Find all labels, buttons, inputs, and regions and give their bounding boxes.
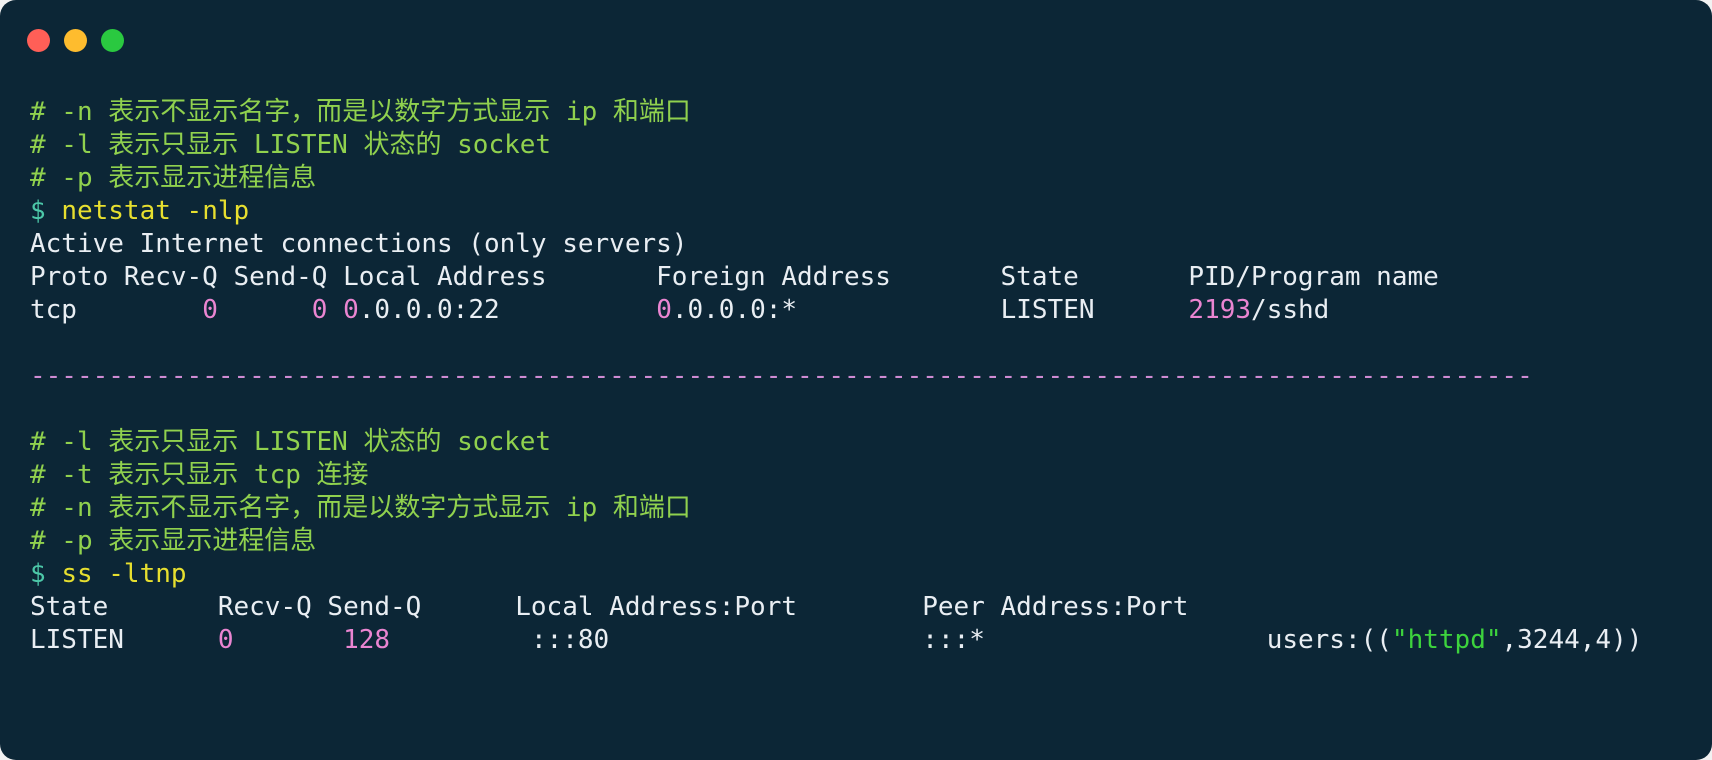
terminal-segment-string: "httpd": [1391, 625, 1502, 655]
terminal-line: ----------------------------------------…: [30, 360, 1702, 393]
terminal-segment-number: 128: [343, 625, 391, 655]
terminal-segment-text: [218, 295, 312, 325]
maximize-button[interactable]: [101, 29, 124, 52]
terminal-segment-text: Active Internet connections (only server…: [30, 229, 688, 259]
terminal-segment-text: .0.0.0:22: [358, 295, 500, 325]
terminal-segment-prompt: $: [30, 196, 62, 226]
terminal-line: # -t 表示只显示 tcp 连接: [30, 459, 1702, 492]
terminal-segment-text: [500, 295, 657, 325]
terminal-segment-text: [1095, 295, 1189, 325]
terminal-line: tcp 0 0 0.0.0.0:22 0.0.0.0:* LISTEN 2193…: [30, 294, 1702, 327]
terminal-segment-text: [234, 625, 344, 655]
terminal-line: Active Internet connections (only server…: [30, 228, 1702, 261]
terminal-segment-text: [609, 625, 922, 655]
terminal-line: # -p 表示显示进程信息: [30, 525, 1702, 558]
terminal-segment-text: users:((: [1266, 625, 1392, 655]
terminal-segment-comment: # -p 表示显示进程信息: [30, 163, 317, 193]
terminal-segment-text: State Recv-Q Send-Q Local Address:Port P…: [30, 592, 1189, 622]
terminal-line: $ netstat -nlp: [30, 195, 1702, 228]
terminal-segment-comment: # -p 表示显示进程信息: [30, 526, 317, 556]
terminal-line: # -l 表示只显示 LISTEN 状态的 socket: [30, 129, 1702, 162]
terminal-segment-text: [797, 295, 1001, 325]
terminal-segment-number: 0: [343, 295, 359, 325]
terminal-line: # -l 表示只显示 LISTEN 状态的 socket: [30, 426, 1702, 459]
terminal-line: State Recv-Q Send-Q Local Address:Port P…: [30, 591, 1702, 624]
terminal-segment-text: [985, 625, 1267, 655]
terminal-segment-text: [327, 295, 343, 325]
terminal-segment-number: 0: [202, 295, 218, 325]
terminal-segment-text: tcp: [30, 295, 77, 325]
window-titlebar: [27, 29, 124, 52]
terminal-segment-number: 2193: [1188, 295, 1252, 325]
terminal-segment-text: [77, 295, 202, 325]
terminal-segment-text: ,3244,4)): [1501, 625, 1643, 655]
terminal-line: # -p 表示显示进程信息: [30, 162, 1702, 195]
terminal-segment-text: Proto Recv-Q Send-Q Local Address Foreig…: [30, 262, 1439, 292]
minimize-button[interactable]: [64, 29, 87, 52]
close-button[interactable]: [27, 29, 50, 52]
terminal-line: # -n 表示不显示名字，而是以数字方式显示 ip 和端口: [30, 96, 1702, 129]
terminal-segment-text: [390, 625, 531, 655]
terminal-line: [30, 393, 1702, 426]
terminal-segment-comment: # -n 表示不显示名字，而是以数字方式显示 ip 和端口: [30, 97, 691, 127]
terminal-segment-command: netstat -nlp: [61, 196, 250, 226]
terminal-segment-text: :::*: [922, 625, 985, 655]
terminal-segment-comment: # -l 表示只显示 LISTEN 状态的 socket: [30, 130, 552, 160]
terminal-segment-number: 0: [311, 295, 328, 325]
terminal-segment-command: ss -ltnp: [61, 559, 187, 589]
terminal-segment-prompt: $: [30, 559, 62, 589]
terminal-segment-text: LISTEN: [1000, 295, 1095, 325]
terminal-segment-comment: # -l 表示只显示 LISTEN 状态的 socket: [30, 427, 552, 457]
terminal-segment-comment: # -t 表示只显示 tcp 连接: [30, 460, 369, 490]
terminal-line: $ ss -ltnp: [30, 558, 1702, 591]
terminal-segment-text: /sshd: [1251, 295, 1330, 325]
terminal-line: Proto Recv-Q Send-Q Local Address Foreig…: [30, 261, 1702, 294]
terminal-segment-comment: # -n 表示不显示名字，而是以数字方式显示 ip 和端口: [30, 493, 691, 523]
terminal-line: [30, 327, 1702, 360]
terminal-segment-text: .0.0.0:*: [671, 295, 798, 325]
terminal-segment-text: LISTEN: [30, 625, 124, 655]
terminal-line: LISTEN 0 128 :::80 :::* users:(("httpd",…: [30, 624, 1702, 657]
terminal-segment-text: [124, 625, 218, 655]
terminal-segment-text: :::80: [530, 625, 610, 655]
terminal-output[interactable]: # -n 表示不显示名字，而是以数字方式显示 ip 和端口# -l 表示只显示 …: [30, 96, 1702, 657]
terminal-segment-number: 0: [217, 625, 234, 655]
terminal-segment-separator: ----------------------------------------…: [30, 361, 1533, 391]
terminal-segment-number: 0: [656, 295, 672, 325]
terminal-line: # -n 表示不显示名字，而是以数字方式显示 ip 和端口: [30, 492, 1702, 525]
